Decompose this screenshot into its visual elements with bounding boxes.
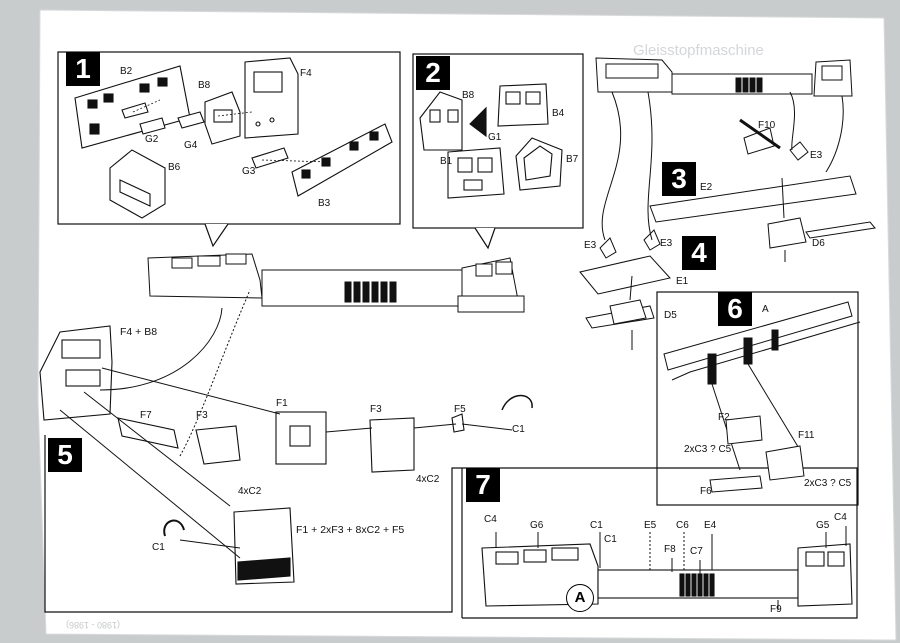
step1-label: F4 [300, 68, 312, 79]
frame-step-2 [412, 53, 584, 229]
step6-detail [663, 301, 861, 493]
step2-parts [419, 83, 563, 199]
step2-label: G1 [488, 132, 502, 143]
step1-label: B3 [318, 198, 331, 209]
step7-label: C4 [834, 512, 847, 523]
step5-label: 4xC2 [416, 474, 440, 485]
step6-label: 2xC3 ? C5 [804, 478, 852, 489]
step1-label: G2 [145, 134, 159, 145]
step4-label: E3 [584, 240, 597, 251]
step-number-5: 5 [48, 438, 82, 472]
step2-label: B8 [462, 90, 475, 101]
step3-label: E3 [810, 150, 823, 161]
step5-label: F1 [276, 398, 288, 409]
step2-label: B4 [552, 108, 565, 119]
step5-formula: F1 + 2xF3 + 8xC2 + F5 [296, 524, 405, 536]
step2-label: B7 [566, 154, 579, 165]
step5-label: F4 + B8 [120, 326, 158, 338]
center-loco [147, 253, 525, 313]
step7-marker-a: A [566, 584, 594, 612]
frame-step-6 [656, 291, 859, 506]
step4-label: E3 [660, 238, 673, 249]
step5-arrows [59, 289, 513, 559]
step5-label: F3 [196, 410, 208, 421]
step7-label: C7 [690, 546, 703, 557]
upper-right-loco [579, 57, 876, 329]
step1-parts [74, 57, 393, 219]
faint-footer-code: (1980 - 1986) [66, 620, 121, 630]
step5-label: F3 [370, 404, 382, 415]
step-number-4: 4 [682, 236, 716, 270]
step-number-3: 3 [662, 162, 696, 196]
step7-label: F8 [664, 544, 676, 555]
step7-label: F9 [770, 604, 782, 615]
step7-label: G5 [816, 520, 830, 531]
step-number-1: 1 [66, 52, 100, 86]
step5-label: 4xC2 [238, 486, 262, 497]
step1-label: B6 [168, 162, 181, 173]
step7-label: C4 [484, 514, 497, 525]
step1-label: G3 [242, 166, 256, 177]
step5-label: C1 [512, 424, 525, 435]
step5-label: F5 [454, 404, 466, 415]
step1-label: G4 [184, 140, 198, 151]
faint-header-title: Gleisstopfmaschine [633, 42, 764, 59]
step5-label: F7 [140, 410, 152, 421]
step7-label: G6 [530, 520, 544, 531]
step6-label: F6 [700, 486, 712, 497]
step4-label: D5 [664, 310, 677, 321]
step7-label: E4 [704, 520, 717, 531]
step6-label: F2 [718, 412, 730, 423]
step3-label: E2 [700, 182, 713, 193]
step-number-2: 2 [416, 56, 450, 90]
step7-label: C6 [676, 520, 689, 531]
frame-step-1 [57, 51, 401, 225]
step5-parts [39, 325, 533, 585]
frame-step-5 [44, 435, 858, 619]
step2-label: B1 [440, 156, 453, 167]
step6-label: F11 [798, 430, 815, 441]
step6-label: A [762, 304, 769, 315]
step1-label: B2 [120, 66, 133, 77]
step7-label: C1 [604, 534, 617, 545]
step1-label: B8 [198, 80, 211, 91]
step3-4-arrows [601, 91, 844, 350]
step7-label: C1 [590, 520, 603, 531]
step7-arrows [495, 526, 847, 610]
step-number-6: 6 [718, 292, 752, 326]
step6-label: 2xC3 ? C5 [684, 444, 732, 455]
step5-label: C1 [152, 542, 165, 553]
step3-label: F10 [758, 120, 776, 131]
step-number-7: 7 [466, 468, 500, 502]
step4-label: E1 [676, 276, 689, 287]
step7-label: E5 [644, 520, 657, 531]
step3-label: D6 [812, 238, 825, 249]
